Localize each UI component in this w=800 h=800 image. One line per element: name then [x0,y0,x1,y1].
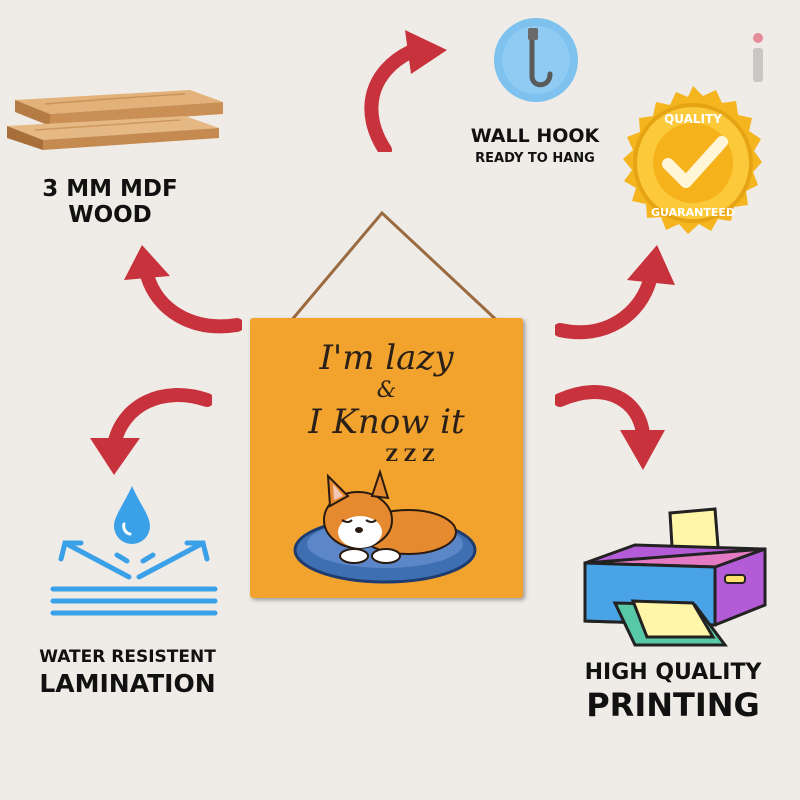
arrow-to-hook [364,30,447,152]
quality-top-text: QUALITY [664,112,722,126]
lamination-layers-icon [50,540,218,616]
sleep-zzz: Z Z Z [385,446,435,466]
water-drop-icon [114,486,150,544]
arrow-to-wood [124,245,242,334]
brand-mark-icon [753,33,763,82]
lamination-label-line2: LAMINATION [39,668,216,698]
arrow-to-lamination [90,388,212,475]
wall-hook-icon [494,18,578,102]
wood-label-line1: 3 MM MDF [42,176,178,202]
sign-line2: & [376,378,397,403]
sign-line3: I Know it [308,402,465,442]
sign-board: I'm lazy & I Know it Z Z Z [250,318,523,598]
lamination-label: WATER RESISTENT LAMINATION [20,647,235,698]
printing-label-line2: PRINTING [586,686,760,725]
printing-label-line1: HIGH QUALITY [584,660,762,685]
printer-icon [583,507,767,647]
hook-label: WALL HOOK READY TO HANG [440,125,630,167]
printing-label: HIGH QUALITY PRINTING [578,660,768,724]
sleeping-dog-icon [293,468,477,584]
arrow-to-printing [555,385,665,470]
lamination-label-line1: WATER RESISTENT [39,647,216,667]
wood-label-line2: WOOD [68,202,152,229]
quality-badge-icon [623,86,762,234]
wood-label: 3 MM MDF WOOD [10,176,210,229]
hook-label-line2: READY TO HANG [475,150,595,166]
quality-bottom-text: GUARANTEED [651,206,735,219]
sign-line1: I'm lazy [319,338,454,378]
arrow-to-quality [555,245,675,340]
hook-label-line1: WALL HOOK [470,125,600,147]
wood-planks-icon [7,90,223,150]
quality-badge: QUALITY GUARANTEED [610,84,776,250]
